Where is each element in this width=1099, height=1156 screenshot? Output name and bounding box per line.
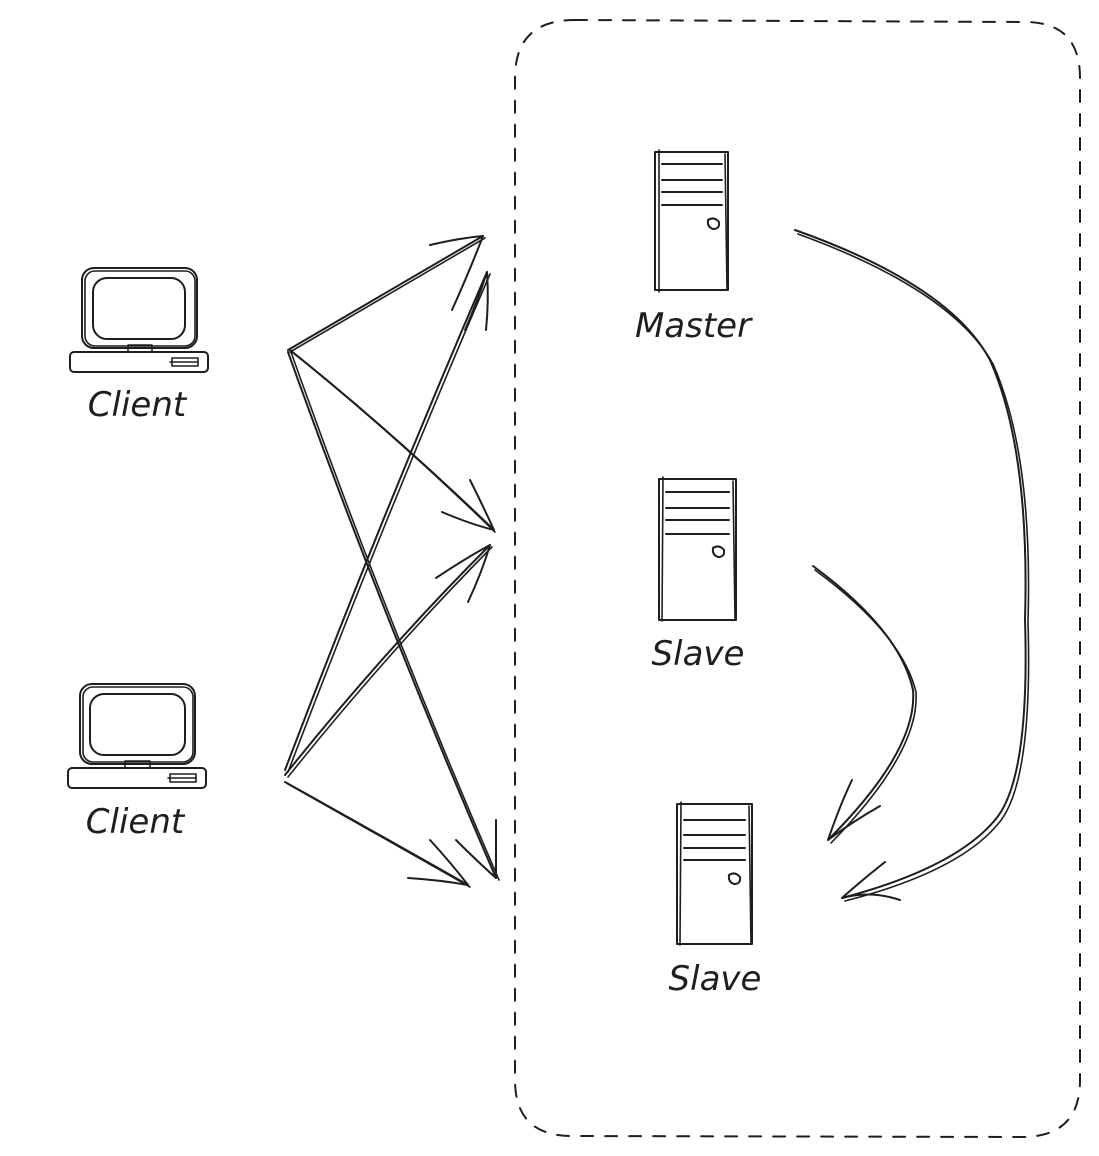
arrow-client-top-to-slave-bottom bbox=[287, 351, 500, 881]
arrow-client-bottom-to-slave-bottom bbox=[284, 781, 471, 888]
server-tower-icon bbox=[658, 476, 737, 622]
arrow-client-top-to-master bbox=[287, 235, 486, 353]
client-top-label: Client bbox=[88, 385, 188, 425]
arrow-client-bottom-to-master bbox=[284, 271, 491, 773]
slave-middle-label: Slave bbox=[652, 634, 745, 674]
master-node: Master bbox=[635, 149, 753, 346]
cluster-boundary bbox=[514, 19, 1081, 1138]
slave-bottom-label: Slave bbox=[669, 959, 762, 999]
arrow-slave-middle-to-slave-bottom bbox=[812, 565, 917, 844]
laptop-icon bbox=[67, 683, 207, 789]
arrow-client-top-to-slave-middle bbox=[289, 349, 496, 533]
laptop-icon bbox=[69, 267, 209, 373]
arrow-client-bottom-to-slave-middle bbox=[284, 544, 493, 778]
server-tower-icon bbox=[676, 801, 753, 946]
master-label: Master bbox=[635, 306, 753, 346]
slave-middle-node: Slave bbox=[652, 476, 745, 674]
arrow-master-to-slave-bottom bbox=[794, 229, 1030, 902]
server-tower-icon bbox=[654, 149, 729, 293]
client-top-node: Client bbox=[69, 267, 209, 425]
client-bottom-label: Client bbox=[86, 802, 186, 842]
slave-bottom-node: Slave bbox=[669, 801, 762, 999]
client-bottom-node: Client bbox=[67, 683, 207, 842]
